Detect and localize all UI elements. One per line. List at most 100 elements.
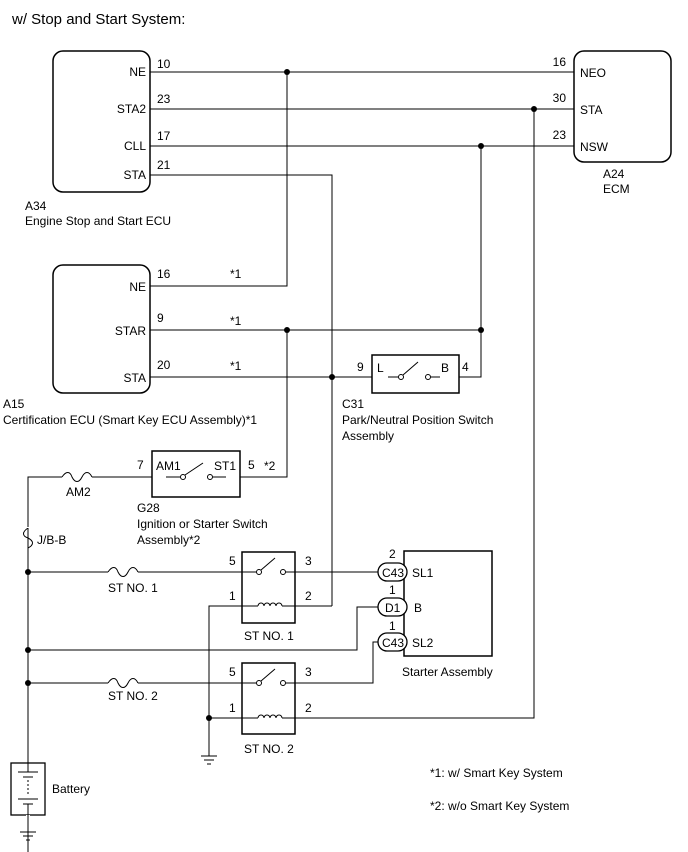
a34-pin-sta2: STA2 [117, 102, 146, 116]
a24-num-23: 23 [553, 128, 567, 142]
relay1-pin2: 2 [305, 589, 312, 603]
a24-pin-sta: STA [580, 103, 602, 117]
a15-num-9: 9 [157, 311, 164, 325]
fuse-st-no2: ST NO. 2 [107, 677, 158, 703]
wire-nsw-switch [459, 146, 482, 378]
g28-num-5: 5 [248, 458, 255, 472]
battery-label: Battery [52, 782, 90, 796]
a34-pin-cll: CLL [124, 139, 146, 153]
c31-code: C31 [342, 397, 364, 411]
relay1-pin3: 3 [305, 554, 312, 568]
c31-name-1: Park/Neutral Position Switch [342, 413, 493, 427]
wire-relay2-sl2 [295, 641, 378, 684]
battery-ground-icon [20, 815, 36, 841]
g28-note: *2 [264, 459, 276, 473]
a24-name: ECM [603, 182, 630, 196]
fuse-st-no2-label: ST NO. 2 [108, 689, 158, 703]
starter-assembly: C43 D1 C43 SL1 B SL2 2 1 1 Starter Assem… [377, 547, 493, 679]
relay-st-no1: 5 3 1 2 ST NO. 1 [229, 551, 312, 643]
relay2-pin2: 2 [305, 701, 312, 715]
a15-code: A15 [3, 397, 25, 411]
ground-icon [201, 755, 217, 765]
wire-a34-sta [150, 174, 333, 606]
fuse-am2: AM2 [61, 472, 93, 499]
relay1-name: ST NO. 1 [244, 629, 294, 643]
fuse-am2-label: AM2 [66, 485, 91, 499]
c31-park-neutral-switch: L B 9 4 C31 Park/Neutral Position Switch… [342, 354, 493, 443]
g28-name-1: Ignition or Starter Switch [137, 517, 268, 531]
relay1-pin5: 5 [229, 554, 236, 568]
starter-pin-sl2: SL2 [412, 636, 434, 650]
a34-num-23: 23 [157, 92, 171, 106]
wire-main-bus [27, 476, 62, 852]
a15-num-20: 20 [157, 358, 171, 372]
fuse-st-no1-label: ST NO. 1 [108, 581, 158, 595]
relay2-name: ST NO. 2 [244, 742, 294, 756]
a15-pin-ne: NE [129, 280, 146, 294]
g28-ignition-switch: AM1 ST1 7 5 *2 G28 Ignition or Starter S… [137, 450, 276, 547]
wire-relay1-ground [208, 605, 242, 756]
c31-pin-b: B [441, 361, 449, 375]
fuse-st-no1: ST NO. 1 [107, 566, 158, 595]
starter-pin-b: B [414, 601, 422, 615]
a24-ecm: NEO STA NSW 16 30 23 A24 ECM [553, 50, 672, 196]
wire-b-line [28, 606, 378, 651]
relay-st-no2: 5 3 1 2 ST NO. 2 [229, 662, 312, 756]
wire-ecm-relay2 [295, 109, 535, 719]
starter-conn-1: C43 [382, 566, 404, 580]
a15-certification-ecu: NE STAR STA 16 9 20 *1 *1 *1 A15 Certifi… [3, 264, 257, 427]
a24-pin-nsw: NSW [580, 140, 609, 154]
relay1-pin1: 1 [229, 589, 236, 603]
a34-num-17: 17 [157, 129, 171, 143]
note-no-smart-key: *2: w/o Smart Key System [430, 799, 569, 813]
fuse-jbb: J/B-B [23, 527, 66, 549]
connector-c43-sl2 [377, 632, 408, 652]
a15-note-ne: *1 [230, 267, 242, 281]
g28-pin-am1: AM1 [156, 459, 181, 473]
relay2-pin1: 1 [229, 701, 236, 715]
c31-num-4: 4 [462, 360, 469, 374]
c31-name-2: Assembly [342, 429, 394, 443]
starter-conn-2: D1 [385, 601, 401, 615]
a15-pin-star: STAR [115, 324, 146, 338]
g28-num-7: 7 [137, 458, 144, 472]
junctions [25, 69, 537, 721]
relay2-pin5: 5 [229, 665, 236, 679]
fuse-jbb-label: J/B-B [37, 533, 66, 547]
a34-pin-sta: STA [124, 168, 146, 182]
g28-name-2: Assembly*2 [137, 533, 201, 547]
a15-name: Certification ECU (Smart Key ECU Assembl… [3, 413, 257, 427]
a34-name: Engine Stop and Start ECU [25, 214, 171, 228]
a24-code: A24 [603, 167, 625, 181]
a34-num-21: 21 [157, 158, 171, 172]
wires [27, 71, 578, 852]
a15-note-sta: *1 [230, 359, 242, 373]
a24-num-30: 30 [553, 91, 567, 105]
c31-pin-l: L [377, 361, 384, 375]
c31-num-9: 9 [357, 360, 364, 374]
wire-star-st1 [240, 330, 288, 478]
relay2-pin3: 3 [305, 665, 312, 679]
g28-pin-st1: ST1 [214, 459, 236, 473]
connector-c43-sl1 [377, 562, 408, 582]
a24-num-16: 16 [553, 55, 567, 69]
a34-num-10: 10 [157, 57, 171, 71]
starter-num-2: 2 [389, 547, 396, 561]
starter-num-1b: 1 [389, 619, 396, 633]
a15-pin-sta: STA [124, 371, 146, 385]
connector-d1 [377, 597, 408, 617]
wire-ne-a15 [150, 72, 288, 287]
a34-pin-ne: NE [129, 65, 146, 79]
battery-icon [10, 762, 46, 816]
starter-num-1a: 1 [389, 583, 396, 597]
note-smart-key: *1: w/ Smart Key System [430, 766, 563, 780]
diagram-title: w/ Stop and Start System: [11, 11, 185, 28]
a15-note-star: *1 [230, 314, 242, 328]
a34-code: A34 [25, 199, 47, 213]
g28-code: G28 [137, 501, 160, 515]
starter-conn-3: C43 [382, 636, 404, 650]
starter-pin-sl1: SL1 [412, 566, 434, 580]
a15-num-16: 16 [157, 267, 171, 281]
starter-name: Starter Assembly [402, 665, 493, 679]
